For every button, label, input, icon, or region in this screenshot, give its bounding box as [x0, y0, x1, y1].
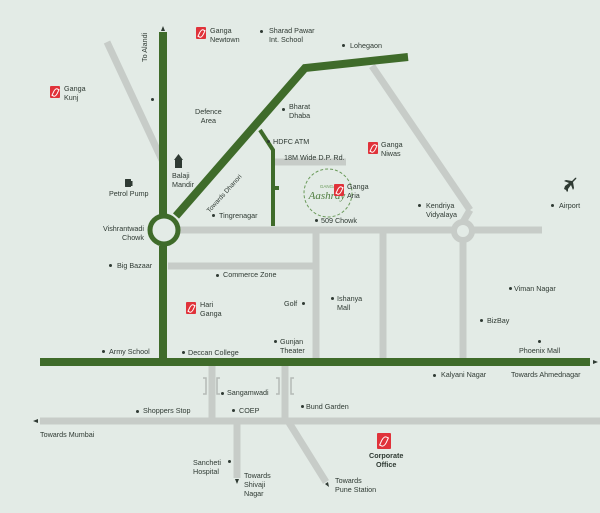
airplane-icon — [564, 177, 577, 192]
label-bizbay: BizBay — [487, 316, 510, 325]
label-hdfc-atm: HDFC ATM — [273, 137, 310, 146]
landmark-dot — [301, 405, 305, 409]
landmark-dot — [342, 44, 346, 48]
landmark-dot — [151, 98, 155, 102]
landmark-dot — [331, 297, 335, 301]
landmark-dot — [267, 140, 271, 144]
ganga-aashray-logo: GANGA Aashray — [303, 168, 353, 218]
label-golf: Golf — [284, 299, 298, 308]
fuel-pump-icon — [125, 179, 133, 187]
landmark-dot — [538, 340, 542, 344]
landmark-dot — [109, 264, 113, 268]
svg-text:GANGA: GANGA — [320, 184, 336, 189]
ganga-niwas-icon — [368, 142, 378, 154]
temple-icon — [174, 154, 183, 168]
landmark-dot — [418, 204, 422, 208]
minor-roads — [40, 40, 600, 484]
label-big-bazaar: Big Bazaar — [117, 261, 153, 270]
arrow-left-icon — [33, 419, 38, 423]
landmark-dot — [274, 340, 278, 344]
landmark-dot — [136, 410, 140, 414]
landmark-dot — [102, 350, 106, 354]
arrow-down-right-icon — [325, 482, 329, 487]
label-509-chowk: 509 Chowk — [321, 216, 357, 225]
landmark-dot — [182, 351, 186, 355]
label-army-school: Army School — [109, 347, 150, 356]
project-access-road — [258, 128, 275, 226]
label-lohegaon: Lohegaon — [350, 41, 382, 50]
arrow-down-icon — [235, 479, 239, 484]
label-petrol-pump: Petrol Pump — [109, 189, 149, 198]
label-tingrenagar: Tingrenagar — [219, 211, 258, 220]
label-dp-road: 18M Wide D.P. Rd. — [284, 153, 345, 162]
landmark-dot — [315, 219, 319, 223]
vishrantwadi-roundabout — [147, 213, 181, 247]
ganga-newtown-icon — [196, 27, 206, 39]
landmark-dot — [551, 204, 555, 208]
landmark-dot — [509, 287, 513, 291]
label-deccan-college: Deccan College — [188, 348, 239, 357]
label-airport: Airport — [559, 201, 581, 210]
label-viman-nagar: Viman Nagar — [514, 284, 556, 293]
label-phoenix-mall: Phoenix Mall — [519, 346, 561, 355]
landmark-dot — [216, 274, 220, 278]
landmark-dot — [232, 409, 236, 413]
label-coep: COEP — [239, 406, 260, 415]
ganga-kunj-icon — [50, 86, 60, 98]
airport-road-roundabout — [451, 219, 475, 243]
label-to-alandi: To Alandi — [140, 32, 149, 62]
main-roads — [40, 32, 590, 366]
label-bund-garden: Bund Garden — [306, 402, 349, 411]
label-shoppers-stop: Shoppers Stop — [143, 406, 191, 415]
label-sangamwadi: Sangamwadi — [227, 388, 269, 397]
landmark-dot — [433, 374, 437, 378]
ganga-aria-icon — [334, 184, 344, 196]
label-commerce-zone: Commerce Zone — [223, 270, 277, 279]
bridge-markers — [203, 377, 294, 395]
corporate-office-icon — [377, 433, 391, 449]
label-kalyani-nagar: Kalyani Nagar — [441, 370, 487, 379]
label-towards-ahmednagar: Towards Ahmednagar — [511, 370, 581, 379]
label-towards-mumbai: Towards Mumbai — [40, 430, 95, 439]
arrow-up-icon — [161, 26, 165, 31]
landmark-dot — [212, 214, 216, 218]
landmark-dot — [302, 302, 306, 306]
landmark-dot — [260, 30, 264, 34]
landmark-dot — [282, 108, 286, 112]
hari-ganga-icon — [186, 302, 196, 314]
landmark-dot — [221, 392, 225, 396]
landmark-dot — [228, 460, 232, 464]
arrow-right-icon — [593, 360, 598, 364]
landmark-dot — [480, 319, 484, 323]
